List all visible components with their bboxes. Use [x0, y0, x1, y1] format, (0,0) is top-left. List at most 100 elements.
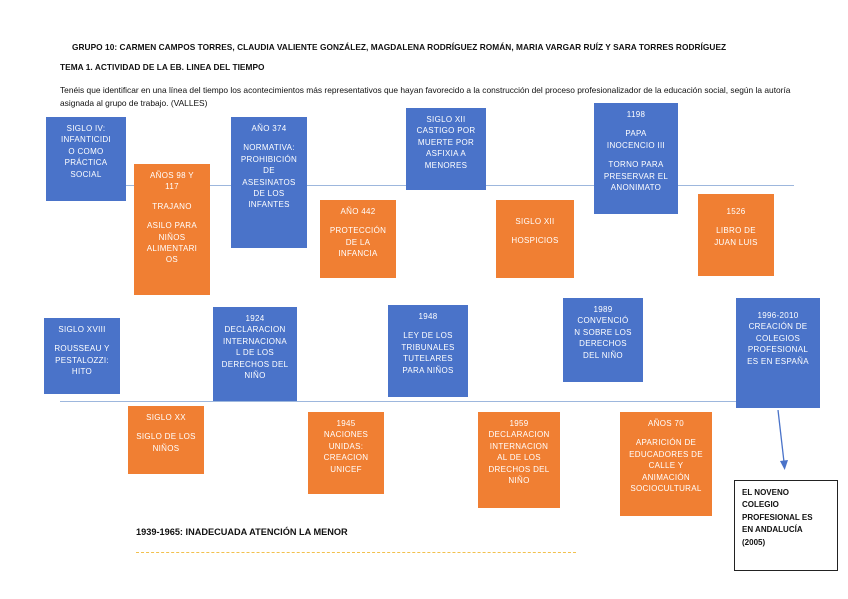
event-ano-442: AÑO 442 PROTECCIÓN DE LA INFANCIA: [320, 200, 396, 278]
event-line: PRESERVAR EL: [603, 171, 669, 181]
event-line: NIÑOS: [158, 232, 186, 242]
event-line: CREACION: [323, 453, 369, 463]
event-line: DECLARACION: [488, 430, 550, 440]
event-line: COLEGIOS: [755, 333, 801, 343]
event-line: PARA NIÑOS: [402, 365, 454, 375]
down-arrow-icon: [777, 410, 788, 470]
event-1945: 1945 NACIONES UNIDAS: CREACION UNICEF: [308, 412, 384, 494]
event-line: AÑO 442: [340, 207, 376, 216]
final-note-box: EL NOVENO COLEGIO PROFESIONAL ES EN ANDA…: [734, 480, 838, 571]
event-line: SIGLO XII: [426, 115, 466, 124]
event-line: HOSPICIOS: [511, 236, 559, 246]
event-line: ROUSSEAU Y: [54, 344, 110, 354]
event-line: SIGLO IV:: [66, 124, 106, 133]
event-line: CALLE Y: [648, 461, 684, 471]
event-line: PROTECCIÓN: [329, 226, 387, 236]
event-line: NIÑOS: [152, 443, 180, 453]
event-1959: 1959 DECLARACION INTERNACION AL DE LOS D…: [478, 412, 560, 508]
event-line: CONVENCIÓ: [577, 316, 629, 326]
event-1989: 1989 CONVENCIÓ N SOBRE LOS DERECHOS DEL …: [563, 298, 643, 382]
event-line: INTERNACION: [489, 441, 549, 451]
event-1198: 1198 PAPA INOCENCIO III TORNO PARA PRESE…: [594, 103, 678, 214]
event-anos-70: AÑOS 70 APARICIÓN DE EDUCADORES DE CALLE…: [620, 412, 712, 516]
event-line: 1945: [336, 419, 356, 428]
event-line: CREACIÓN DE: [748, 322, 808, 332]
event-line: N SOBRE LOS: [574, 327, 632, 337]
event-line: ANONIMATO: [610, 183, 662, 193]
event-line: TUTELARES: [403, 354, 453, 364]
event-line: INOCENCIO III: [606, 140, 666, 150]
final-note-line: EL NOVENO: [742, 488, 789, 497]
event-line: LIBRO DE: [716, 226, 756, 236]
event-line: INFANTES: [248, 200, 290, 210]
event-line: LEY DE LOS: [403, 331, 453, 341]
event-line: SIGLO XII: [515, 217, 555, 226]
event-line: 1996-2010: [757, 311, 799, 320]
event-line: MUERTE POR: [417, 137, 475, 147]
event-siglo-xii-hospicios: SIGLO XII HOSPICIOS: [496, 200, 574, 278]
event-line: UNIDAS:: [328, 441, 364, 451]
event-line: DE LA: [345, 237, 371, 247]
event-line: 1948: [418, 312, 438, 321]
final-note-line: EN ANDALUCÍA: [742, 525, 803, 535]
event-line: INFANTICIDI: [61, 135, 111, 145]
period-note: 1939-1965: INADECUADA ATENCIÓN LA MENOR: [136, 527, 348, 537]
event-line: PRÁCTICA: [64, 158, 108, 168]
event-line: CASTIGO POR: [416, 126, 476, 136]
event-anos-98-117: AÑOS 98 Y 117 TRAJANO ASILO PARA NIÑOS A…: [134, 164, 210, 295]
event-line: APARICIÓN DE: [635, 438, 697, 448]
event-line: SOCIOCULTURAL: [630, 484, 702, 494]
event-line: DERECHOS DEL: [221, 359, 289, 369]
dashed-divider: [136, 552, 576, 553]
event-line: DRECHOS DEL: [488, 464, 550, 474]
event-line: TORNO PARA: [608, 160, 664, 170]
event-siglo-xx: SIGLO XX SIGLO DE LOS NIÑOS: [128, 406, 204, 474]
event-line: JUAN LUIS: [714, 237, 758, 247]
event-line: 117: [165, 182, 179, 192]
event-line: O COMO: [68, 146, 104, 156]
event-ano-374: AÑO 374 NORMATIVA: PROHIBICIÓN DE ASESIN…: [231, 117, 307, 248]
event-line: DERECHOS: [579, 339, 627, 349]
event-line: ASILO PARA: [147, 221, 197, 231]
event-line: EDUCADORES DE: [629, 449, 703, 459]
event-line: 1959: [509, 419, 529, 428]
event-line: NIÑO: [244, 371, 266, 381]
event-line: DE LOS: [253, 189, 285, 199]
event-line: DE: [263, 166, 275, 176]
final-note-line: (2005): [742, 537, 766, 547]
event-line: SIGLO XX: [146, 413, 186, 422]
event-line: AÑOS 98 Y: [150, 171, 194, 180]
event-line: 1526: [726, 207, 746, 216]
event-line: OS: [165, 255, 179, 265]
event-line: PROFESIONAL: [747, 345, 809, 355]
final-note-line: COLEGIO: [742, 500, 779, 510]
event-line: NIÑO: [508, 476, 530, 486]
event-line: INTERNACIONA: [222, 336, 288, 346]
event-line: 1924: [245, 314, 265, 323]
event-line: DECLARACION: [224, 325, 286, 335]
event-line: PAPA: [625, 129, 647, 139]
event-1948: 1948 LEY DE LOS TRIBUNALES TUTELARES PAR…: [388, 305, 468, 397]
event-line: INFANCIA: [338, 249, 378, 259]
event-line: ASFIXIA A: [425, 149, 467, 159]
activity-title: TEMA 1. ACTIVIDAD DE LA EB. LINEA DEL TI…: [60, 62, 265, 72]
event-line: PROHIBICIÓN: [240, 154, 298, 164]
event-line: ASESINATOS: [242, 177, 296, 187]
timeline-line-bottom: [60, 401, 808, 403]
event-line: ES EN ESPAÑA: [747, 356, 809, 366]
event-line: MENORES: [424, 160, 468, 170]
event-line: SIGLO XVIII: [58, 325, 106, 334]
event-line: ANIMACIÓN: [641, 472, 691, 482]
event-line: UNICEF: [330, 464, 362, 474]
final-note-line: PROFESIONAL ES: [742, 512, 813, 522]
event-siglo-xviii: SIGLO XVIII ROUSSEAU Y PESTALOZZI: HITO: [44, 318, 120, 394]
group-title: GRUPO 10: CARMEN CAMPOS TORRES, CLAUDIA …: [72, 42, 727, 52]
event-line: L DE LOS: [235, 348, 275, 358]
event-1924: 1924 DECLARACION INTERNACIONA L DE LOS D…: [213, 307, 297, 401]
event-line: ALIMENTARI: [146, 244, 198, 254]
event-line: AÑOS 70: [648, 419, 684, 428]
event-line: DEL NIÑO: [583, 350, 623, 360]
event-siglo-xii-castigo: SIGLO XII CASTIGO POR MUERTE POR ASFIXIA…: [406, 108, 486, 190]
event-line: 1989: [593, 305, 613, 314]
event-line: HITO: [71, 367, 93, 377]
